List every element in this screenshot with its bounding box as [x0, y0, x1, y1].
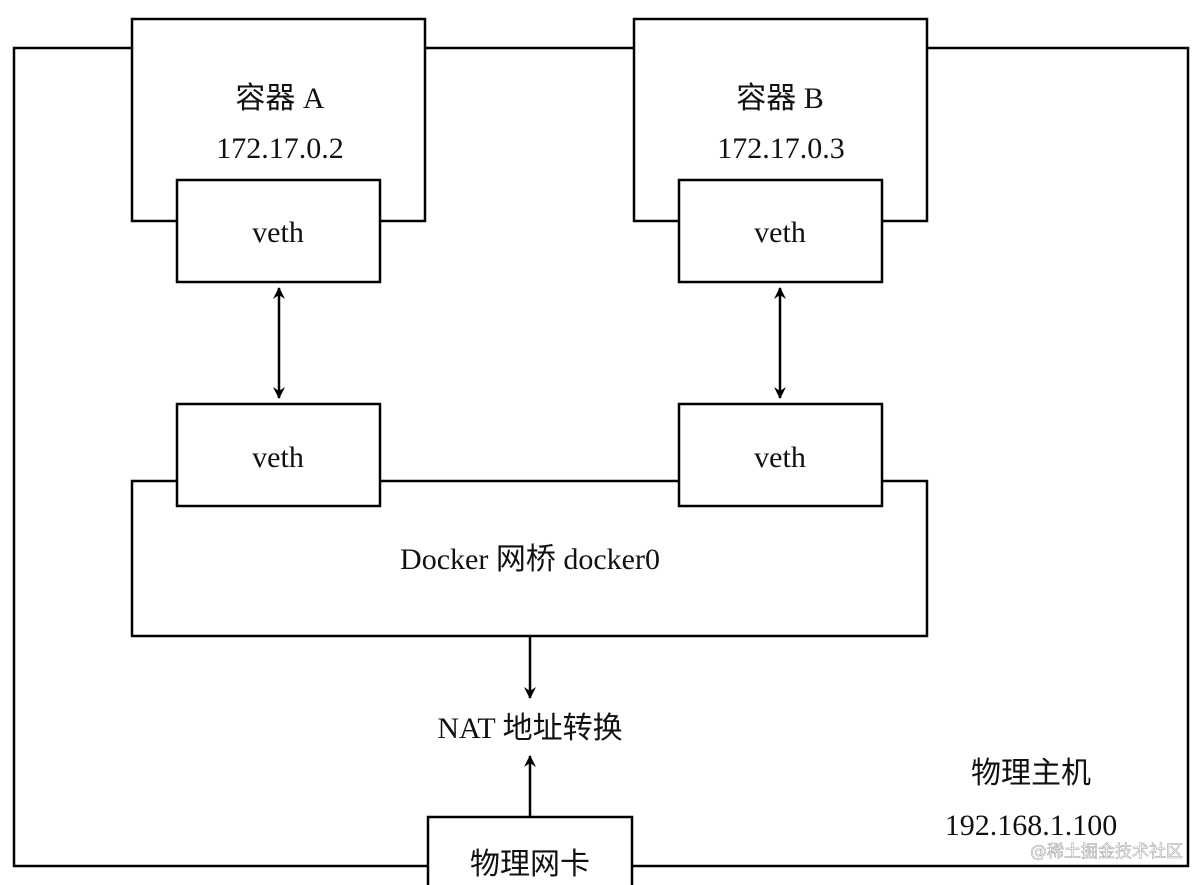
bridge-veth-right-label: veth — [754, 441, 806, 474]
host-title: 物理主机 — [971, 757, 1091, 790]
container-a: 容器 A 172.17.0.2 veth — [130, 17, 427, 284]
physical-nic-label: 物理网卡 — [470, 848, 590, 881]
container-b: 容器 B 172.17.0.3 veth — [632, 17, 929, 284]
container-a-veth-label: veth — [252, 216, 304, 249]
physical-host-outline — [12, 46, 1190, 868]
watermark: @稀土掘金技术社区 — [1030, 842, 1183, 862]
nat-label: NAT 地址转换 — [437, 712, 622, 745]
physical-nic-box — [426, 815, 634, 885]
bridge-label: Docker 网桥 docker0 — [400, 543, 660, 576]
container-b-veth-box — [677, 178, 884, 284]
container-a-ip: 172.17.0.2 — [216, 132, 344, 165]
container-b-title: 容器 B — [736, 82, 824, 115]
bridge-veth-left-label: veth — [252, 441, 304, 474]
host-ip: 192.168.1.100 — [945, 809, 1118, 842]
container-b-ip: 172.17.0.3 — [717, 132, 845, 165]
container-a-title: 容器 A — [235, 82, 324, 115]
bridge-veth-left-box — [175, 402, 382, 508]
container-a-veth-box — [175, 178, 382, 284]
container-b-veth-label: veth — [754, 216, 806, 249]
docker-bridge: veth veth Docker 网桥 docker0 — [130, 402, 929, 638]
bridge-veth-right-box — [677, 402, 884, 508]
